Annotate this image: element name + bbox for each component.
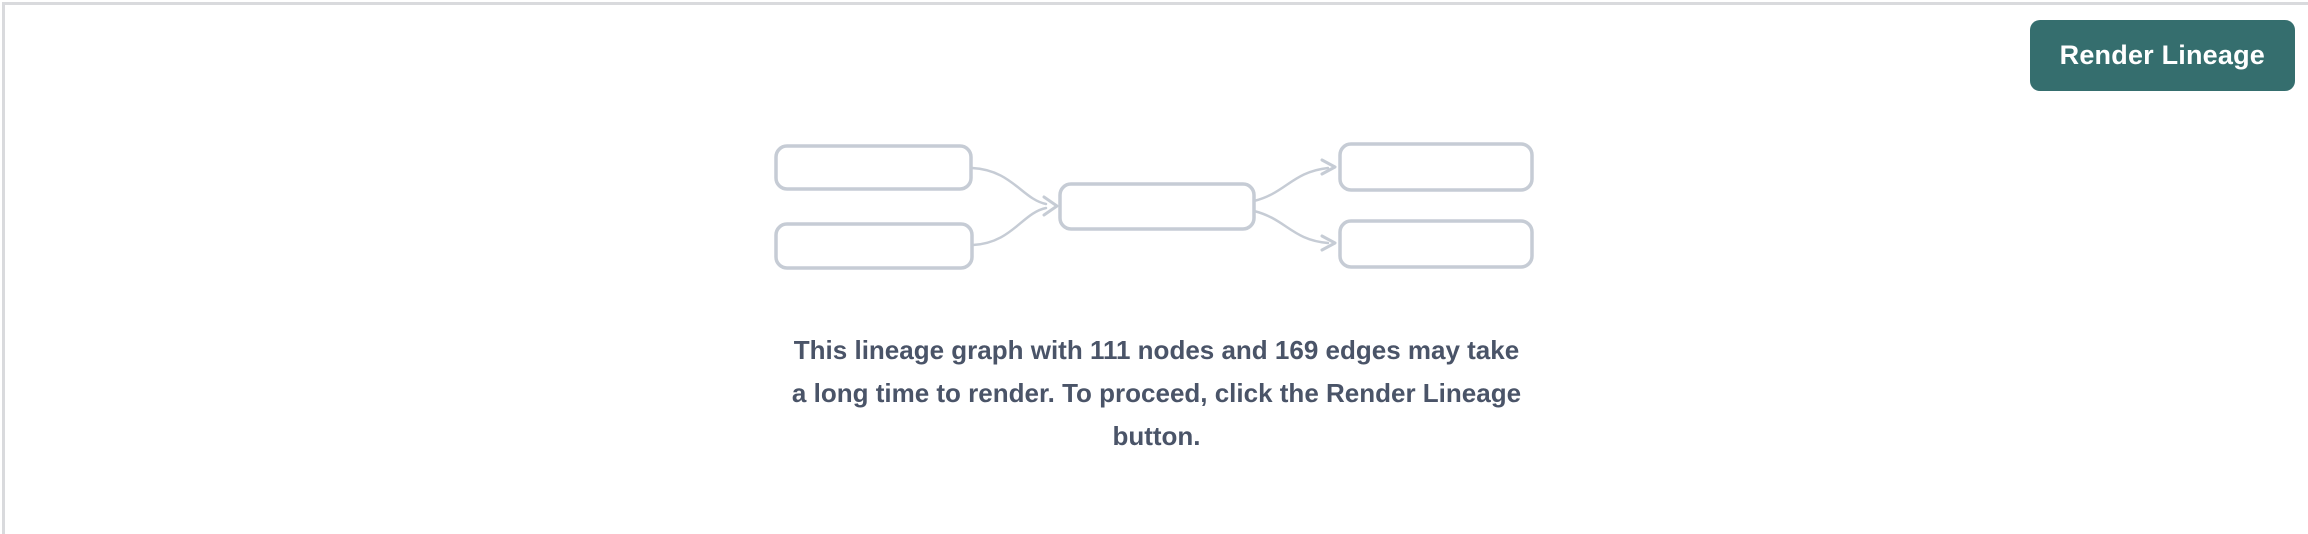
illustration-node-top-right bbox=[1337, 142, 1534, 192]
illustration-node-center bbox=[1057, 182, 1256, 231]
illustration-node-bottom-right bbox=[1337, 219, 1534, 269]
illustration-edge bbox=[970, 166, 1047, 206]
arrowhead-icon bbox=[1320, 234, 1336, 252]
illustration-node-top-left bbox=[773, 144, 973, 191]
arrowhead-icon bbox=[1042, 195, 1058, 217]
illustration-edge bbox=[1252, 209, 1329, 245]
illustration-node-bottom-left bbox=[773, 222, 974, 270]
lineage-preview-svg bbox=[773, 142, 1534, 270]
illustration-edge bbox=[1252, 166, 1329, 203]
render-warning-line: This lineage graph with 111 nodes and 16… bbox=[793, 335, 1520, 365]
lineage-graph-preview-icon bbox=[772, 141, 1542, 271]
lineage-placeholder: This lineage graph with 111 nodes and 16… bbox=[5, 141, 2308, 458]
arrowhead-icon bbox=[1320, 158, 1336, 176]
render-warning-message: This lineage graph with 111 nodes and 16… bbox=[792, 329, 1521, 458]
render-warning-line: a long time to render. To proceed, click… bbox=[791, 378, 1522, 408]
illustration-edge bbox=[971, 206, 1047, 247]
render-warning-line: button. bbox=[1112, 421, 1201, 451]
render-lineage-button[interactable]: Render Lineage bbox=[2029, 20, 2295, 91]
